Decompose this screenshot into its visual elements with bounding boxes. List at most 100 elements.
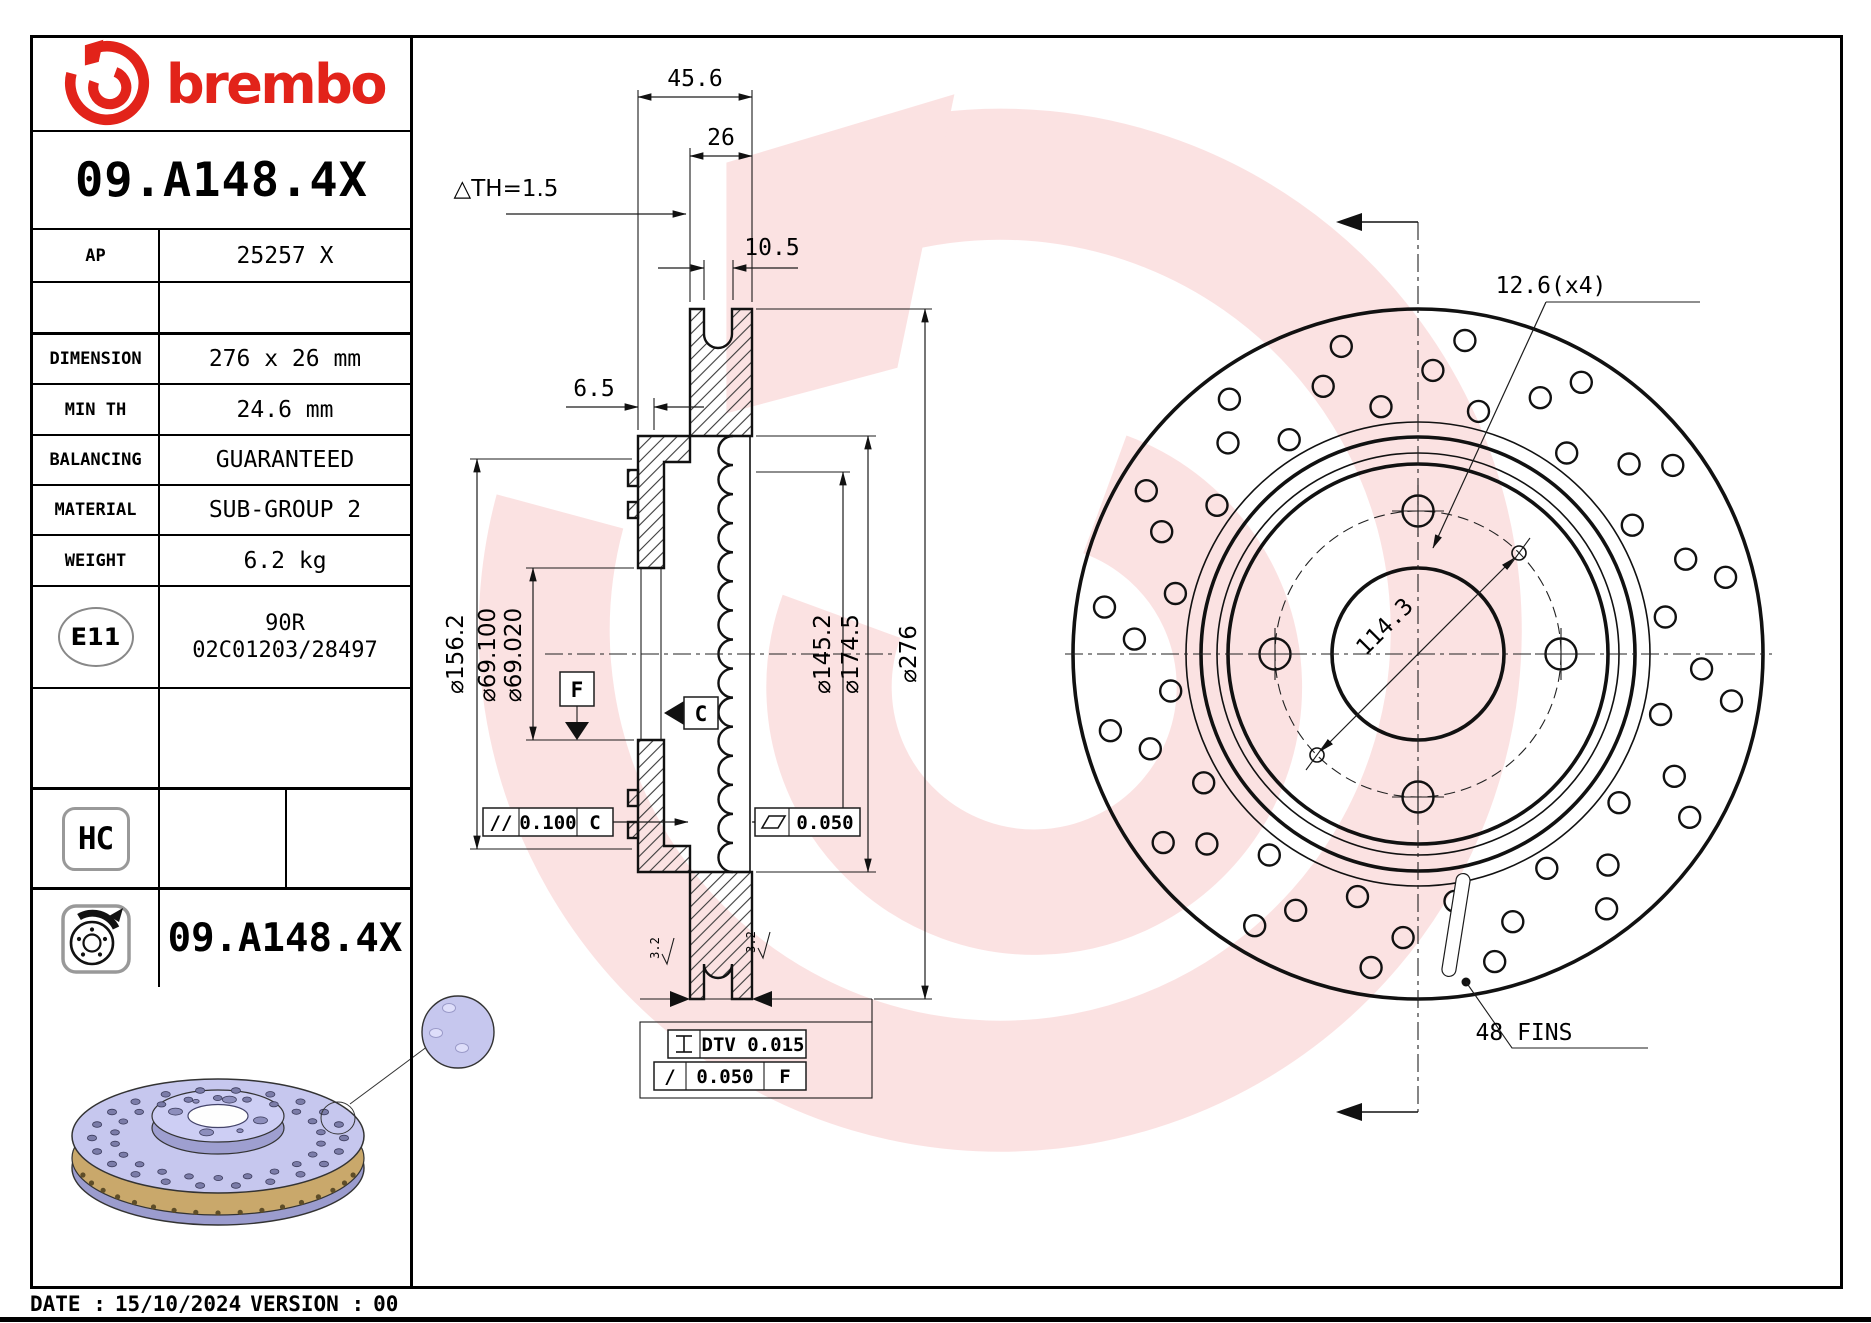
section-hat-top	[636, 434, 692, 570]
spec-value: 24.6 mm	[236, 396, 334, 423]
render-drill-hole	[195, 1087, 206, 1094]
dim-outer-dia: ⌀276	[896, 625, 922, 683]
parallelism-tolerance: // 0.100 C	[482, 807, 689, 837]
logo-cell: brembo	[33, 35, 410, 130]
fin-dot	[115, 1194, 121, 1200]
drill-hole	[1662, 764, 1687, 788]
drill-hole	[1257, 843, 1282, 867]
render-drill-hole	[213, 1175, 224, 1182]
fin-dot	[100, 1187, 106, 1193]
xtra-part-number: 09.A148.4X	[167, 916, 403, 961]
detail-balloon	[421, 995, 495, 1069]
section-view: 45.6 26 △TH=1.5 10.5 6.5 ⌀156.2 ⌀69.100 …	[443, 66, 932, 1099]
flatness-value: 0.050	[796, 812, 853, 834]
drill-hole	[1569, 370, 1594, 394]
section-arrow-bottom	[1336, 1103, 1418, 1121]
drill-hole	[1163, 581, 1188, 606]
drill-hole	[1689, 657, 1714, 681]
technical-drawing: 45.6 26 △TH=1.5 10.5 6.5 ⌀156.2 ⌀69.100 …	[443, 35, 1772, 1289]
dim-bolt-hole: 12.6(x4)	[1496, 273, 1607, 299]
drill-hole	[1648, 702, 1673, 727]
dim-vent-inner-dia: ⌀145.2	[810, 614, 836, 694]
drill-hole	[1191, 771, 1216, 795]
drill-hole	[1122, 627, 1147, 651]
spec-row-min-th: MIN TH 24.6 mm	[33, 383, 410, 434]
render-drill-hole	[316, 1140, 326, 1147]
parallelism-value: 0.100	[519, 812, 576, 834]
render-drill-hole	[236, 1128, 244, 1133]
drill-hole	[1661, 453, 1685, 478]
drill-hole	[1151, 830, 1175, 855]
fin-dot	[341, 1180, 348, 1186]
bolt-circle-dim-line	[1320, 557, 1515, 752]
spec-value: 276 x 26 mm	[208, 346, 362, 372]
render-drill-hole	[269, 1168, 280, 1175]
render-drill-hole	[338, 1134, 349, 1142]
hub-step	[626, 788, 640, 808]
bottom-rule	[0, 1317, 1871, 1322]
date-value: 15/10/2024	[114, 1292, 242, 1316]
spec-value: GUARANTEED	[215, 447, 355, 473]
render-drill-hole	[295, 1098, 306, 1105]
section-hat-bottom	[636, 738, 692, 874]
fin-dot	[330, 1187, 336, 1193]
drill-hole	[1345, 884, 1370, 909]
hub-step	[626, 468, 640, 488]
render-center-bore	[187, 1103, 249, 1129]
fin-dot	[150, 1204, 157, 1210]
datum-c-label: C	[695, 702, 708, 726]
render-drill-hole	[130, 1171, 141, 1178]
drill-hole	[1594, 897, 1619, 921]
drill-hole	[1391, 925, 1415, 950]
render-drill-hole	[92, 1148, 103, 1155]
spec-row-hc: HC	[33, 787, 410, 887]
drill-hole	[1528, 386, 1553, 410]
drill-hole	[1719, 689, 1744, 713]
render-disc	[71, 1078, 365, 1226]
spec-label: BALANCING	[33, 436, 160, 484]
drill-hole	[1607, 791, 1631, 815]
drill-hole	[1482, 949, 1507, 974]
fin-dot	[279, 1204, 286, 1210]
render-drill-hole	[307, 1118, 318, 1125]
dim-bore-dia-min: ⌀69.020	[501, 608, 527, 702]
drill-hole	[1466, 399, 1491, 424]
drill-hole	[1205, 493, 1229, 517]
flatness-symbol-icon	[760, 815, 787, 829]
spec-row-empty-2	[33, 687, 410, 787]
drill-hole	[1421, 358, 1445, 383]
drill-hole	[1596, 853, 1620, 877]
render-drill-hole	[87, 1134, 98, 1142]
render-drill-hole	[156, 1101, 167, 1108]
dim-hole-width: 10.5	[744, 235, 799, 261]
spec-value: 25257 X	[236, 242, 334, 269]
drill-hole	[1092, 595, 1117, 619]
spec-label: MIN TH	[33, 385, 160, 434]
render-drill-hole	[118, 1151, 129, 1158]
fin-slot	[1441, 872, 1471, 978]
dim-th-wear: △TH=1.5	[454, 176, 559, 202]
render-drill-hole	[168, 1107, 183, 1116]
drill-hole	[1329, 334, 1354, 359]
drill-hole	[1098, 719, 1123, 743]
drill-hole	[1216, 431, 1240, 455]
drill-hole	[1277, 428, 1301, 452]
dim-disc-thickness: 26	[707, 125, 735, 151]
fin-dot	[215, 1210, 221, 1216]
drill-hole	[1311, 374, 1335, 398]
render-drill-hole	[199, 1128, 215, 1137]
disc-product-icon	[60, 903, 131, 974]
spec-row-ap: AP 25257 X	[33, 228, 410, 281]
render-drill-hole	[134, 1161, 145, 1168]
fin-dot	[80, 1172, 86, 1178]
roughness-mark: 3.2	[744, 931, 771, 960]
fins-label: 48 FINS	[1476, 1020, 1573, 1046]
drill-hole	[1195, 832, 1219, 856]
drill-hole	[1535, 856, 1559, 880]
render-drill-hole	[242, 1173, 253, 1180]
spec-label: WEIGHT	[33, 536, 160, 585]
disc-3d-render	[71, 995, 495, 1226]
drill-hole	[1673, 547, 1698, 571]
render-drill-hole	[160, 1091, 171, 1098]
panel-divider	[410, 35, 413, 1289]
